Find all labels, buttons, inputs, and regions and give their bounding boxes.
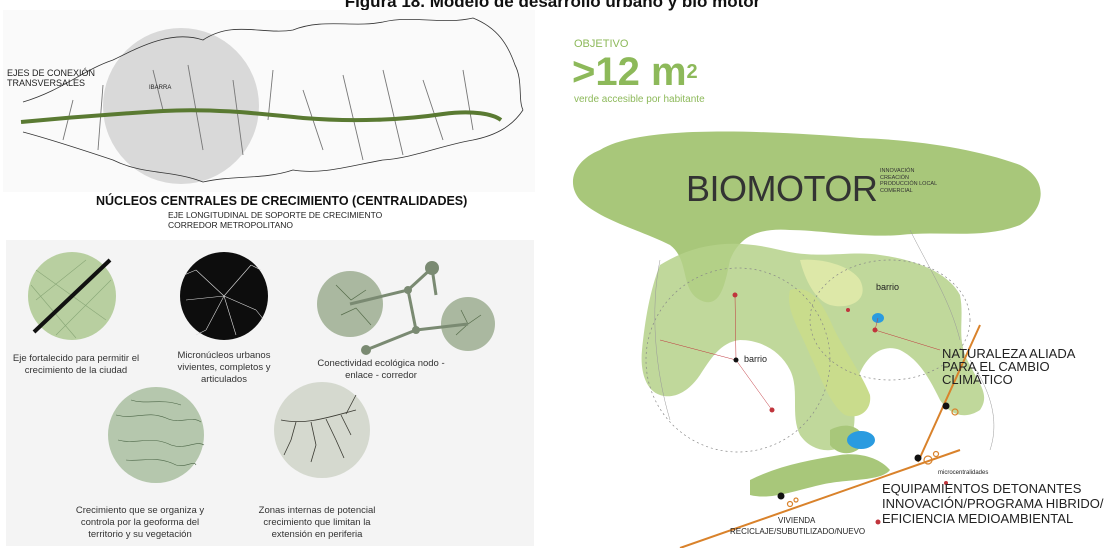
naturaleza-label: NATURALEZA ALIADA PARA EL CAMBIO CLIMÁTI… <box>942 347 1102 386</box>
biomotor-title: BIOMOTOR <box>686 168 877 210</box>
barrio-left-dot <box>734 358 739 363</box>
eje-subheading: EJE LONGITUDINAL DE SOPORTE DE CRECIMIEN… <box>168 210 382 220</box>
connectivity-circles <box>317 261 495 355</box>
objective-value: >12 m2 <box>572 52 698 92</box>
vivienda-detail-label: RECICLAJE/SUBUTILIZADO/NUEVO <box>730 527 865 536</box>
city-map-drawing <box>3 10 535 192</box>
equipamientos-label-1: EQUIPAMIENTOS DETONANTES <box>882 482 1081 495</box>
biomotor-tags: INNOVACIÓN CREACIÓN PRODUCCIÓN LOCAL COM… <box>880 168 937 194</box>
equipamientos-label-3: EFICIENCIA MEDIOAMBIENTAL <box>882 512 1073 525</box>
ejes-label: EJES DE CONEXIÓN TRANSVERSALES <box>7 68 137 88</box>
barrio-right-label: barrio <box>876 282 899 292</box>
leaf-circle <box>28 252 116 340</box>
map-panel: EJES DE CONEXIÓN TRANSVERSALES IBARRA <box>3 10 535 192</box>
caption-eje: Eje fortalecido para permitir el crecimi… <box>6 353 146 377</box>
circles-panel: Eje fortalecido para permitir el crecimi… <box>6 240 534 546</box>
longitudinal-axis <box>21 110 501 122</box>
equipamientos-label-2: INNOVACIÓN/PROGRAMA HIBRIDO/ <box>882 497 1104 510</box>
objective-description: verde accesible por habitante <box>574 94 705 105</box>
branch-circle <box>274 382 370 478</box>
caption-micronucleos: Micronúcleos urbanos vivientes, completo… <box>164 350 284 386</box>
caption-crecimiento: Crecimiento que se organiza y controla p… <box>70 505 210 541</box>
caption-conectividad: Conectividad ecológica nodo - enlace - c… <box>316 358 446 382</box>
network-circle <box>180 252 268 340</box>
objective-label: OBJETIVO <box>574 38 628 50</box>
terrain-circle <box>108 387 204 483</box>
nucleos-heading: NÚCLEOS CENTRALES DE CRECIMIENTO (CENTRA… <box>96 194 467 208</box>
caption-zonas: Zonas internas de potencial crecimiento … <box>242 505 392 541</box>
urban-core-circle <box>103 28 259 184</box>
corredor-subheading: CORREDOR METROPOLITANO <box>168 220 293 230</box>
territory-outline-north <box>23 18 523 110</box>
water-pond-large <box>847 431 875 449</box>
vivienda-label: VIVIENDA <box>778 516 815 525</box>
barrio-left-label: barrio <box>744 354 767 364</box>
center-label: IBARRA <box>149 85 171 91</box>
bottom-green-band <box>750 454 890 496</box>
microcentralidades-label: microcentralidades <box>938 470 988 476</box>
concept-circles <box>6 240 534 546</box>
